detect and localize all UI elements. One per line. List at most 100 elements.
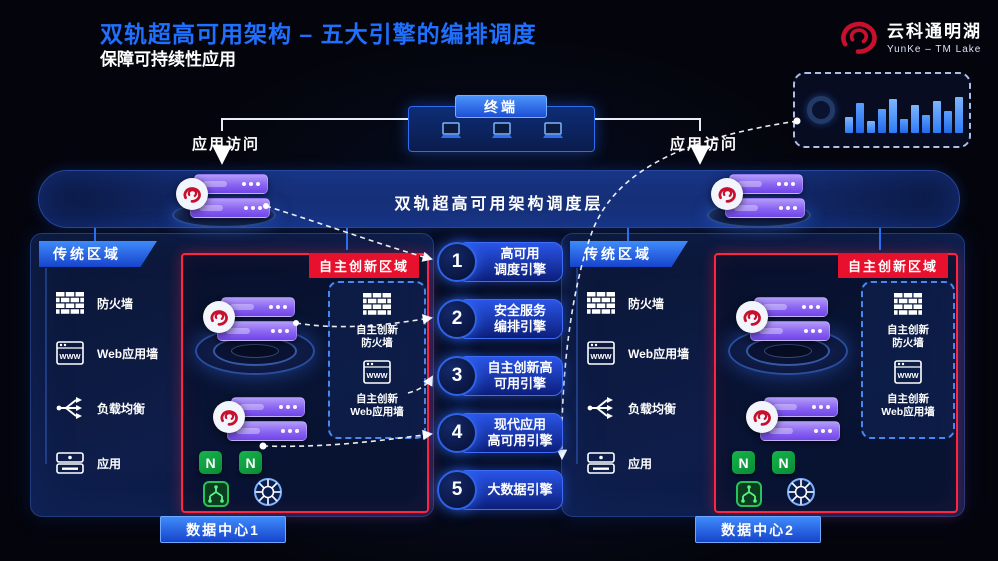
svg-text:WWW: WWW (897, 371, 919, 380)
monitor-bar (889, 99, 897, 133)
traditional-item-firewall: 防火墙 (586, 290, 664, 316)
monitor-bar (933, 101, 941, 133)
traditional-item-application: 应用 (55, 450, 121, 476)
web-app-wall-icon: WWW (363, 360, 391, 389)
application-icon (586, 452, 616, 474)
svg-text:WWW: WWW (590, 352, 612, 361)
engine-5-label: 大数据引擎 (457, 470, 563, 510)
server-stack (203, 297, 301, 345)
traditional-item-label: 负载均衡 (97, 401, 146, 416)
monitoring-panel (793, 72, 971, 148)
datacenter-2-footer: 数据中心2 (695, 516, 821, 543)
server-stack (176, 174, 274, 222)
yunke-swirl-icon (836, 14, 880, 58)
server-stack (213, 397, 311, 445)
traditional-item-application: 应用 (586, 450, 652, 476)
engine-4: 现代应用高可用引擎 4 (437, 411, 563, 455)
monitor-bar (867, 121, 875, 133)
scheduling-layer-label: 双轨超高可用架构调度层 (394, 196, 604, 213)
engine-1-number: 1 (437, 242, 477, 282)
traditional-item-load-balancer: 负载均衡 (586, 395, 676, 421)
nginx-icon: N (772, 451, 795, 474)
web-app-wall-icon: WWW (586, 341, 616, 365)
firewall-icon (55, 292, 85, 314)
yunke-badge-icon (746, 401, 778, 433)
firewall-icon (363, 293, 391, 320)
kubernetes-icon (786, 477, 816, 507)
traditional-item-label: 应用 (97, 456, 122, 471)
nginx-icon: N (732, 451, 755, 474)
laptop-icon (540, 122, 566, 145)
brand-name-en: YunKe – TM Lake (887, 44, 982, 55)
innovation-zone-label: 自主创新区域 (308, 253, 419, 278)
traditional-item-label: 负载均衡 (628, 401, 677, 416)
traditional-item-label: 防火墙 (97, 296, 134, 311)
monitor-bar (900, 119, 908, 133)
traditional-zone-label: 传统区域 (39, 241, 157, 267)
nginx-icon: N (239, 451, 262, 474)
monitor-bar (955, 97, 963, 133)
engine-2: 安全服务编排引擎 2 (437, 297, 563, 341)
yunke-badge-icon (203, 301, 235, 333)
innovation-sub-panel: 自主创新 防火墙 WWW 自主创新 Web应用墙 (328, 281, 426, 439)
traditional-item-label: Web应用墙 (628, 346, 690, 361)
engine-4-number: 4 (437, 413, 477, 453)
traditional-item-load-balancer: 负载均衡 (55, 395, 145, 421)
traditional-item-web-wall: WWW Web应用墙 (55, 340, 158, 366)
yunke-badge-icon (176, 178, 208, 210)
brand-name-cn: 云科通明湖 (887, 22, 982, 41)
laptop-icon (438, 122, 464, 145)
engine-5: 大数据引擎 5 (437, 468, 563, 512)
svg-text:WWW: WWW (366, 371, 388, 380)
load-balancer-icon (55, 396, 85, 420)
traditional-item-web-wall: WWW Web应用墙 (586, 340, 689, 366)
yunke-badge-icon (213, 401, 245, 433)
datacenter-panel-2: 传统区域 防火墙 WWW Web应用墙 负载均衡 应用 自主创新区域 (561, 233, 965, 517)
innovation-zone: 自主创新区域 自主创新 防火墙 WWW 自主创新 (181, 253, 429, 513)
monitor-bar (911, 105, 919, 133)
monitor-bar (856, 103, 864, 133)
firewall-icon (894, 293, 922, 320)
traditional-item-label: Web应用墙 (97, 346, 159, 361)
access-label-right: 应用访问 (670, 136, 739, 153)
donut-gauge-icon (807, 96, 835, 124)
engine-5-number: 5 (437, 470, 477, 510)
application-icon (55, 452, 85, 474)
server-stack (746, 397, 844, 445)
page-subtitle: 保障可持续性应用 (100, 50, 236, 69)
load-balancer-icon (586, 396, 616, 420)
monitor-bar (944, 111, 952, 133)
nginx-icon: N (199, 451, 222, 474)
monitor-bar (922, 115, 930, 133)
access-label-left: 应用访问 (192, 136, 261, 153)
server-stack (711, 174, 809, 222)
innovation-sub-panel: 自主创新 防火墙 WWW 自主创新 Web应用墙 (861, 281, 955, 439)
laptop-icon (489, 122, 515, 145)
server-stack (736, 297, 834, 345)
innovation-zone-label: 自主创新区域 (837, 253, 948, 278)
firewall-icon (586, 292, 616, 314)
kubernetes-icon (253, 477, 283, 507)
engine-1: 高可用调度引擎 1 (437, 240, 563, 284)
brand-logo: 云科通明湖 YunKe – TM Lake (836, 14, 982, 58)
monitor-bar (878, 109, 886, 133)
terminal-label: 终端 (455, 95, 547, 118)
innovation-zone: 自主创新区域 自主创新 防火墙 WWW 自主创新 (714, 253, 958, 513)
datacenter-panel-1: 传统区域 防火墙 WWW Web应用墙 负载均衡 应用 自主创新区域 (30, 233, 434, 517)
yunke-badge-icon (711, 178, 743, 210)
traditional-item-firewall: 防火墙 (55, 290, 133, 316)
traditional-item-label: 防火墙 (628, 296, 665, 311)
monitor-bars (845, 87, 963, 133)
traditional-zone-label: 传统区域 (570, 241, 688, 267)
engine-4-label: 现代应用高可用引擎 (457, 413, 563, 453)
monitor-bar (845, 117, 853, 133)
engine-3: 自主创新高可用引擎 3 (437, 354, 563, 398)
web-app-wall-icon: WWW (55, 341, 85, 365)
yunke-badge-icon (736, 301, 768, 333)
engine-2-number: 2 (437, 299, 477, 339)
innovation-firewall-label: 自主创新 防火墙 (356, 323, 398, 350)
page-title: 双轨超高可用架构 – 五大引擎的编排调度 (100, 21, 537, 47)
innovation-web-wall-label: 自主创新 Web应用墙 (881, 392, 935, 419)
web-app-wall-icon: WWW (894, 360, 922, 389)
